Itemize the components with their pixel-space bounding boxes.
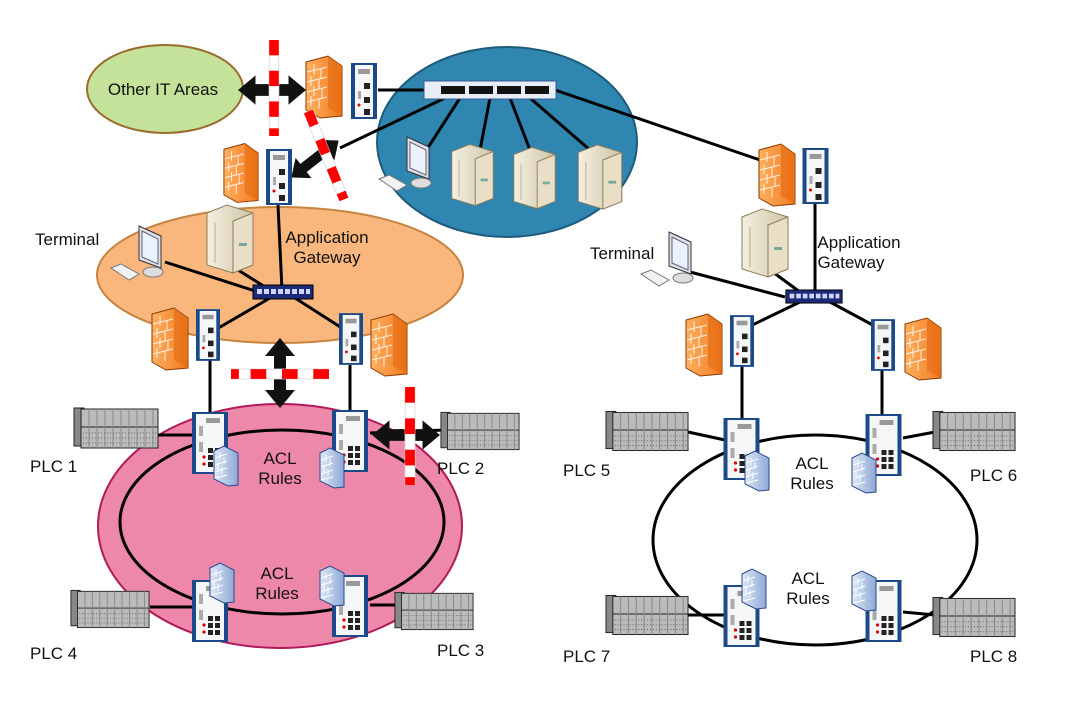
server-icon xyxy=(577,144,623,210)
industrial-switch-icon xyxy=(196,309,220,361)
industrial-switch-icon xyxy=(339,313,363,365)
acl-firewall-icon xyxy=(741,568,767,610)
core-rack-switch-icon xyxy=(423,80,557,100)
plc-icon xyxy=(932,596,1016,638)
plc-icon xyxy=(73,407,159,449)
acl-rules-label: ACL xyxy=(260,564,293,583)
acl-firewall-icon xyxy=(851,570,877,612)
firewall-icon xyxy=(370,313,408,377)
right-gateway-label-2: Gateway xyxy=(817,253,885,272)
acl-rules-label: ACL xyxy=(795,454,828,473)
barrier-icon xyxy=(303,109,349,202)
application-gateway-server-icon xyxy=(206,204,254,274)
left-gateway-label-2: Gateway xyxy=(293,248,361,267)
firewall-icon xyxy=(904,317,942,381)
industrial-switch-icon xyxy=(730,315,754,367)
plc-label: PLC 7 xyxy=(563,647,610,666)
plc-icon xyxy=(394,591,474,631)
industrial-switch-icon xyxy=(802,148,829,204)
firewall-icon xyxy=(223,143,259,203)
server-icon xyxy=(513,146,556,210)
plc-icon xyxy=(932,410,1016,452)
acl-firewall-icon xyxy=(744,450,770,492)
plc-icon xyxy=(605,594,689,636)
firewall-icon xyxy=(758,143,796,207)
plc-label: PLC 4 xyxy=(30,644,77,663)
plc-label: PLC 1 xyxy=(30,457,77,476)
industrial-switch-icon xyxy=(871,319,895,371)
plc-label: PLC 2 xyxy=(437,459,484,478)
acl-firewall-icon xyxy=(209,562,235,604)
plc-label: PLC 5 xyxy=(563,461,610,480)
acl-firewall-icon xyxy=(213,445,239,487)
firewall-icon xyxy=(151,307,189,371)
industrial-switch-icon xyxy=(265,149,293,205)
left-gateway-label-1: Application xyxy=(285,228,368,247)
other-it-areas-label: Other IT Areas xyxy=(108,80,218,99)
acl-rules-label: ACL xyxy=(263,449,296,468)
plc-label: PLC 8 xyxy=(970,647,1017,666)
industrial-switch-icon xyxy=(350,63,378,119)
hub-icon xyxy=(785,289,843,304)
barrier-icon xyxy=(268,40,280,136)
acl-rules-label: Rules xyxy=(790,474,833,493)
acl-rules-label: Rules xyxy=(258,469,301,488)
barrier-icon xyxy=(231,368,329,380)
hub-icon xyxy=(252,284,314,300)
right-gateway-label-1: Application xyxy=(817,233,900,252)
acl-firewall-icon xyxy=(319,565,345,607)
firewall-icon xyxy=(685,313,723,377)
acl-firewall-icon xyxy=(319,447,345,489)
firewall-icon xyxy=(305,55,343,119)
application-gateway-server-icon xyxy=(741,208,789,278)
server-icon xyxy=(451,143,494,207)
plc-label: PLC 3 xyxy=(437,641,484,660)
acl-firewall-icon xyxy=(851,452,877,494)
plc-label: PLC 6 xyxy=(970,466,1017,485)
plc-icon xyxy=(440,411,520,451)
acl-rules-label: Rules xyxy=(786,589,829,608)
plc-icon xyxy=(605,410,689,452)
left-terminal-label: Terminal xyxy=(35,230,99,249)
acl-rules-label: ACL xyxy=(791,569,824,588)
plc-icon xyxy=(70,589,150,629)
network-links xyxy=(118,88,979,647)
acl-rules-label: Rules xyxy=(255,584,298,603)
barrier-icon xyxy=(404,387,416,485)
right-terminal-label: Terminal xyxy=(590,244,654,263)
